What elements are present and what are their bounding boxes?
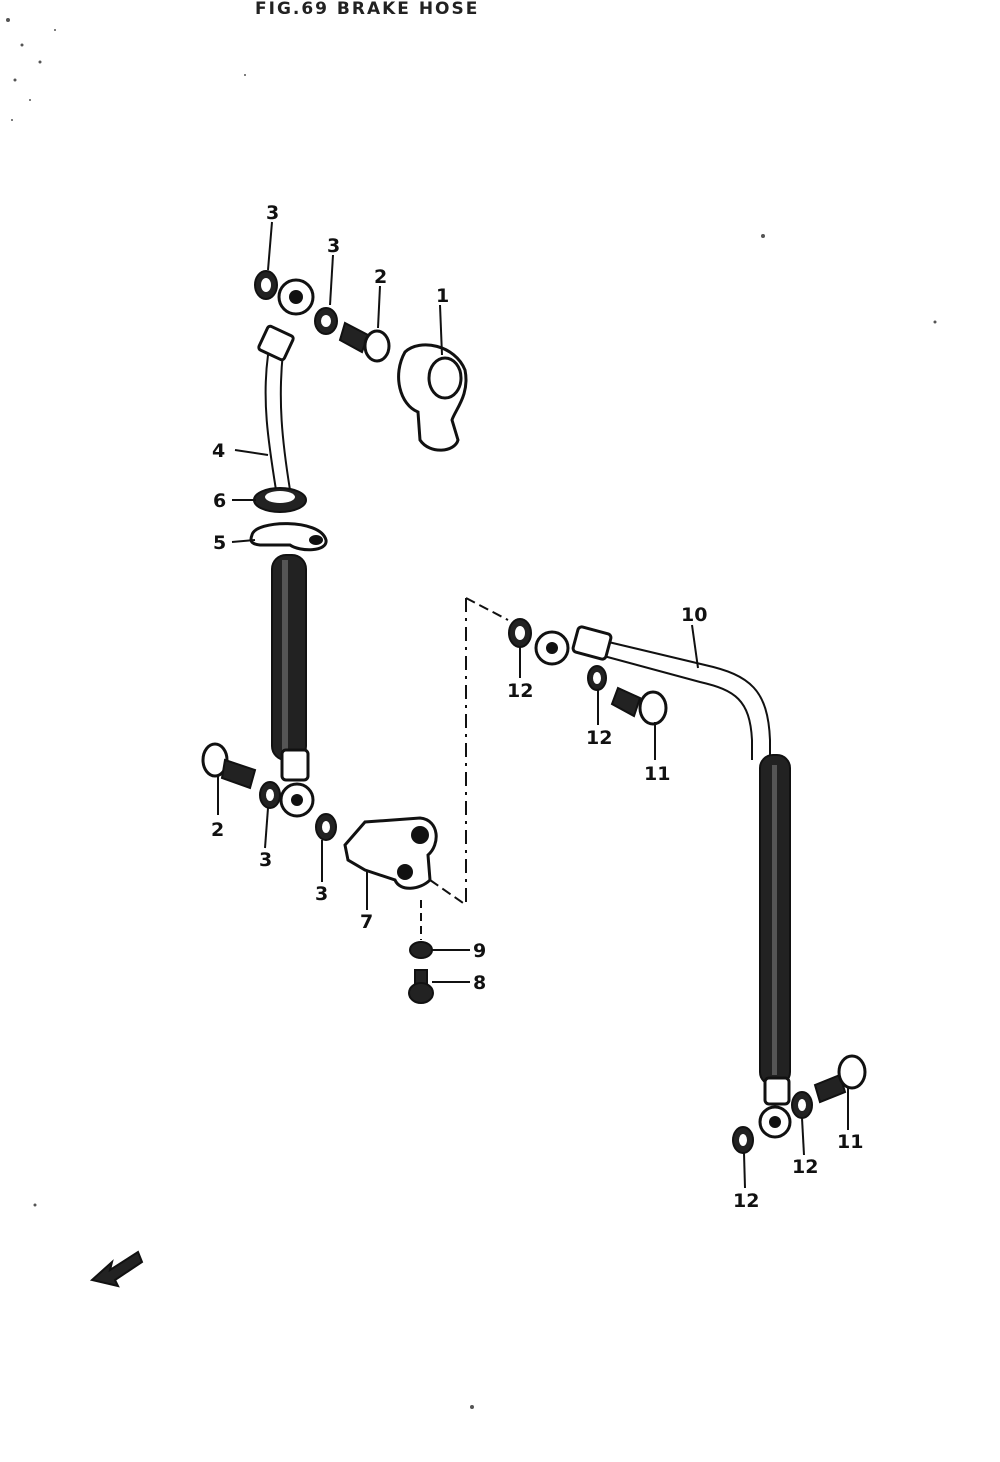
washer-9 (409, 941, 433, 959)
callout-3: 3 (327, 235, 340, 257)
callout-11: 11 (837, 1131, 863, 1153)
washer-12-upper-right (587, 665, 607, 691)
callout-3: 3 (315, 883, 328, 905)
callout-4: 4 (212, 440, 225, 462)
upper-brake-hose (257, 278, 315, 491)
brake-joint-7 (343, 816, 438, 890)
callout-labels: 3 3 2 1 4 6 5 2 3 3 7 9 8 10 12 12 11 11… (211, 202, 863, 1212)
grommet-6 (253, 487, 307, 513)
leader-lines (217, 221, 849, 1189)
callout-12: 12 (507, 680, 533, 702)
washer-3-top-right (314, 307, 338, 335)
callout-8: 8 (473, 972, 486, 994)
union-bolt-2-lower (201, 742, 257, 790)
bolt-8 (408, 969, 434, 1004)
lower-brake-hose (534, 625, 792, 1139)
scan-noise (6, 18, 937, 1409)
washer-12-upper-left (508, 618, 532, 648)
cap-1 (397, 343, 468, 452)
callout-2: 2 (211, 819, 224, 841)
upper-hose-rubber-section (271, 554, 310, 782)
callout-10: 10 (681, 604, 707, 626)
washer-12-lower-right (791, 1091, 813, 1119)
callout-7: 7 (360, 911, 373, 933)
union-bolt-2-top (338, 321, 391, 363)
union-bolt-11-upper (610, 686, 668, 726)
callout-5: 5 (213, 532, 226, 554)
washer-12-lower-left (732, 1126, 754, 1154)
washer-3-lower-left (259, 781, 281, 809)
clamp-5 (249, 522, 328, 552)
banjo-fitting-lower (279, 782, 315, 818)
washer-3-lower-right (315, 813, 337, 841)
callout-3: 3 (259, 849, 272, 871)
callout-2: 2 (374, 266, 387, 288)
figure-title: FIG.69 BRAKE HOSE (255, 0, 479, 19)
callout-1: 1 (436, 285, 449, 307)
union-bolt-11-lower (813, 1054, 867, 1104)
callout-12: 12 (586, 727, 612, 749)
callout-9: 9 (473, 940, 486, 962)
callout-11: 11 (644, 763, 670, 785)
callout-3: 3 (266, 202, 279, 224)
callout-6: 6 (213, 490, 226, 512)
callout-12: 12 (733, 1190, 759, 1212)
front-direction-arrow-icon (89, 1250, 144, 1288)
callout-12: 12 (792, 1156, 818, 1178)
assembly-lines (420, 597, 509, 940)
washer-3-top-left (254, 270, 278, 300)
